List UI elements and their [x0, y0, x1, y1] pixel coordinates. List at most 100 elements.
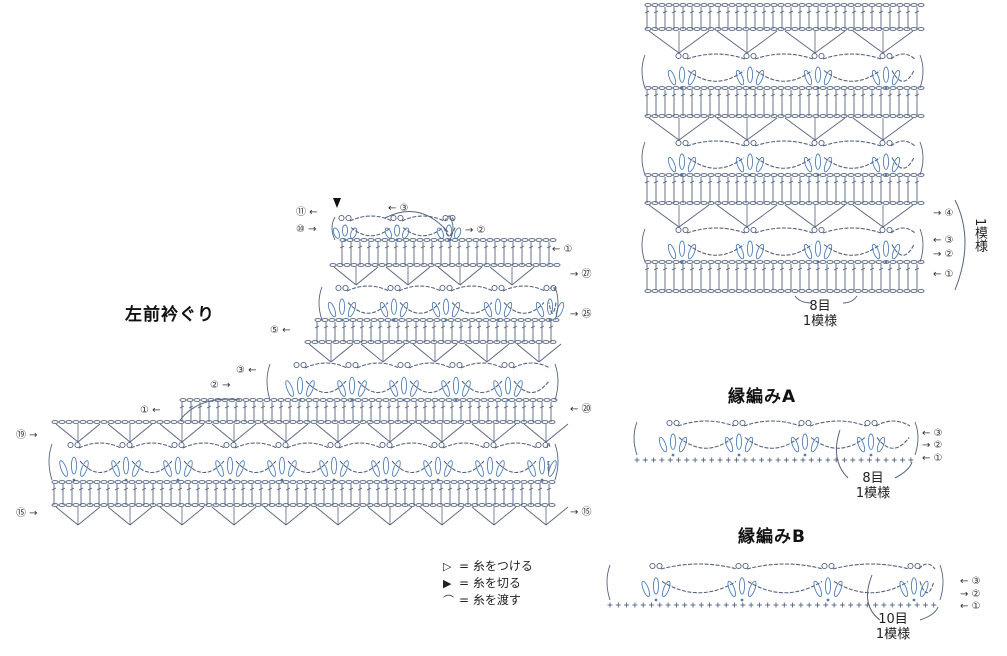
chain-stitch — [693, 86, 701, 90]
chain-stitch — [343, 263, 351, 267]
double-crochet-bar — [447, 245, 453, 249]
arch-chain-upper — [890, 53, 916, 60]
double-crochet-bar — [188, 405, 194, 409]
double-crochet-bar — [449, 325, 455, 329]
chain-stitch — [366, 420, 374, 424]
chain-stitch — [256, 398, 264, 402]
arch-chain-lower — [287, 460, 329, 474]
chain-stitch — [142, 420, 150, 424]
turning-chain — [633, 421, 638, 456]
arch-chain-upper — [338, 442, 382, 449]
bobble-stitch — [687, 69, 697, 86]
chain-stitch — [314, 318, 322, 322]
picot-loop — [335, 284, 342, 292]
chain-stitch — [303, 503, 311, 507]
chain-stitch — [714, 289, 722, 293]
chain-stitch — [513, 503, 521, 507]
motif-base — [826, 598, 830, 602]
row-marker-15-left: ⑮ → — [16, 508, 38, 519]
chain-stitch — [436, 503, 444, 507]
double-crochet-bar — [260, 405, 266, 409]
double-crochet-bar — [887, 93, 893, 97]
chain-stitch — [441, 263, 449, 267]
chain-stitch — [854, 201, 862, 205]
chain-stitch — [791, 3, 799, 7]
motif-base — [548, 318, 552, 322]
picot-loop — [914, 562, 921, 570]
double-crochet-bar — [743, 180, 749, 184]
chain-stitch — [336, 263, 344, 267]
arch-chain-upper — [78, 442, 122, 449]
picot-loop — [673, 419, 680, 427]
double-crochet-bar — [177, 487, 183, 491]
double-crochet-bar — [698, 267, 704, 271]
chain-stitch — [742, 289, 750, 293]
double-crochet-bar — [725, 267, 731, 271]
chain-stitch — [268, 503, 276, 507]
chain-stitch — [805, 173, 813, 177]
chain-stitch — [377, 318, 385, 322]
double-crochet-bar — [141, 487, 147, 491]
chain-stitch — [58, 420, 66, 424]
double-crochet-bar — [249, 487, 255, 491]
bobble-stitch — [358, 380, 367, 397]
chain-stitch — [826, 114, 834, 118]
chain-stitch — [686, 201, 694, 205]
double-crochet-bar — [296, 405, 302, 409]
bobble-stitch — [371, 460, 380, 477]
chain-stitch — [500, 340, 508, 344]
v-stitch-right — [285, 423, 309, 443]
chain-stitch — [310, 420, 318, 424]
chain-stitch — [514, 340, 522, 344]
chain-stitch — [534, 480, 542, 484]
double-crochet-bar — [395, 325, 401, 329]
double-crochet-bar — [896, 93, 902, 97]
picot-loop — [666, 419, 673, 427]
double-crochet-bar — [366, 487, 372, 491]
picot-loop — [345, 214, 352, 222]
arch-chain-upper — [182, 442, 226, 449]
double-crochet-bar — [438, 487, 444, 491]
bobble-stitch — [347, 301, 357, 318]
arch-chain-upper — [743, 420, 801, 427]
chain-stitch — [714, 86, 722, 90]
chain-stitch — [535, 340, 543, 344]
bobble-stitch — [803, 243, 813, 260]
chain-stitch — [179, 398, 187, 402]
motif-base — [402, 398, 406, 402]
turning-chain — [48, 443, 53, 481]
arch-chain-upper — [822, 53, 882, 60]
chain-stitch — [889, 3, 897, 7]
edge-b-row-3: ← ③ — [960, 576, 981, 587]
chain-stitch — [819, 201, 827, 205]
motif-base — [395, 238, 399, 242]
picot-loop — [743, 139, 750, 147]
chain-stitch — [458, 340, 466, 344]
chain-stitch — [527, 420, 535, 424]
bobble-stitch — [814, 240, 822, 257]
picot-loop — [742, 562, 749, 570]
chain-stitch — [443, 420, 451, 424]
legend-item-cut-yarn: ▶= 糸を切る — [443, 575, 521, 590]
double-crochet-bar — [285, 487, 291, 491]
chain-stitch — [527, 480, 535, 484]
chain-stitch — [515, 398, 523, 402]
motif-base — [506, 398, 510, 402]
arch-chain-upper — [349, 215, 393, 222]
picot-loop — [656, 562, 663, 570]
chain-stitch — [644, 86, 652, 90]
chain-stitch — [371, 263, 379, 267]
chain-stitch — [805, 260, 813, 264]
chain-stitch — [317, 480, 325, 484]
chain-stitch — [777, 201, 785, 205]
chain-stitch — [275, 420, 283, 424]
repeat-bracket — [894, 461, 913, 479]
arch-chain-upper — [686, 227, 746, 234]
double-crochet-bar — [510, 487, 516, 491]
chain-stitch — [363, 318, 371, 322]
cut-yarn-icon — [333, 198, 341, 208]
bobble-stitch — [871, 156, 881, 173]
bobble-stitch — [215, 460, 224, 477]
chain-stitch — [721, 201, 729, 205]
